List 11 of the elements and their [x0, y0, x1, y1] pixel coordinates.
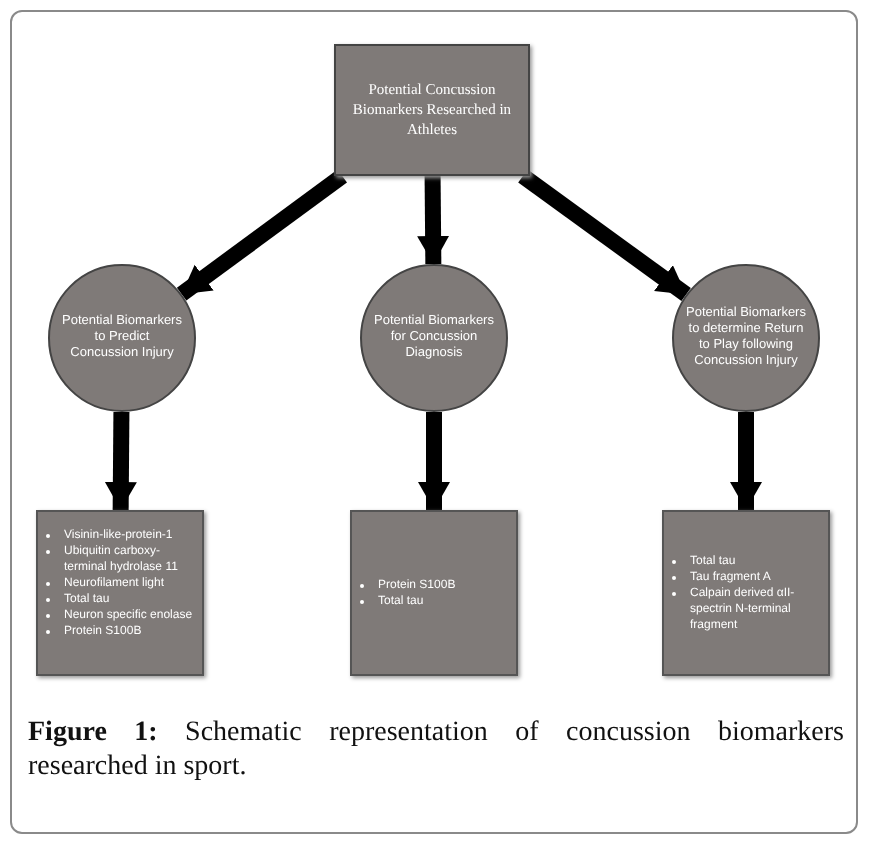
figure-caption: Figure 1: Schematic representation of concussion biomarkers researched in sport. [28, 716, 844, 784]
list-box [350, 510, 518, 676]
title-box [334, 44, 530, 176]
arrow [104, 411, 137, 511]
arrow [518, 169, 691, 301]
arrow [730, 412, 762, 510]
arrow [176, 169, 347, 301]
list-box [662, 510, 830, 676]
arrow [417, 175, 450, 265]
list-box [36, 510, 204, 676]
arrow [418, 412, 450, 510]
